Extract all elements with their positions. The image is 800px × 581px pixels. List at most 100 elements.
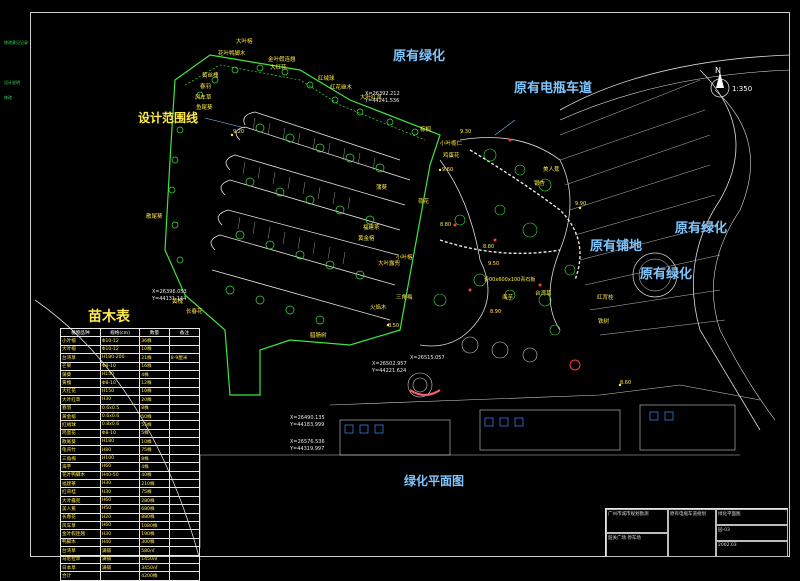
legend-cell: 龟背竹 — [60, 445, 101, 455]
legend-cell: H150 — [99, 369, 141, 380]
plant-label: 鱼尾葵 — [196, 105, 213, 111]
legend-cell: 散尾葵 — [60, 437, 101, 447]
plant-label: 红花继木 — [330, 85, 353, 91]
plant-label: 大叶红草 — [360, 95, 383, 101]
legend-cell: 4200株 — [139, 571, 170, 581]
legend-cell: H60 — [99, 495, 141, 506]
title-side-note: 原有电瓶车道规划 — [668, 509, 716, 557]
legend-cell: 金叶假连翘 — [60, 529, 101, 539]
legend-cell — [99, 571, 141, 581]
elevation-label: 8.80 — [483, 244, 495, 250]
legend-cell — [168, 479, 201, 489]
paving-note: 设00x600x100青石板 — [484, 277, 536, 283]
plant-label: 荷花 — [418, 199, 430, 205]
legend-cell: 海芋 — [60, 462, 101, 472]
legend-cell: 长春花 — [60, 512, 101, 523]
legend-cell: 大红花 — [60, 386, 101, 397]
coord-label: Y=44131.144 — [152, 296, 187, 302]
legend-cell: 1450㎡ — [139, 554, 170, 564]
title-drawing: 绿化平面图 — [716, 509, 788, 525]
legend-cell: 春羽 — [60, 403, 101, 413]
legend-cell — [168, 378, 201, 388]
legend-cell: 210株 — [139, 479, 170, 489]
legend-cell: H60 — [99, 520, 141, 531]
legend-cell: 75株 — [139, 445, 170, 455]
legend-cell — [168, 420, 201, 430]
legend-cell: H180 — [99, 437, 141, 447]
legend-cell: 风车草 — [60, 520, 101, 531]
legend-cell — [168, 369, 201, 380]
legend-cell: H150 — [99, 386, 141, 397]
coord-label: X=26576.536 — [290, 439, 325, 445]
svg-text:N: N — [715, 66, 721, 75]
legend-cell — [168, 554, 201, 564]
legend-cell: 大叶露兜 — [60, 495, 101, 506]
plant-label: 银杏 — [534, 181, 546, 187]
legend-cell: 190株 — [139, 529, 170, 539]
legend-title: 苗木表 — [88, 309, 130, 325]
legend-cell: 花叶鸭脚木 — [60, 470, 101, 481]
legend-cell — [168, 520, 201, 531]
legend-cell — [168, 495, 201, 506]
legend-cell: 20株 — [139, 395, 170, 405]
legend-cell — [168, 445, 201, 455]
legend-cell: 21株 — [139, 353, 170, 363]
legend-cell: H40 — [99, 537, 141, 548]
label-existing-green-top: 原有绿化 — [393, 49, 446, 64]
legend-cell: 红背桂 — [60, 487, 101, 497]
legend-cell: 300株 — [139, 537, 170, 548]
legend-cell: 1080株 — [139, 520, 170, 531]
legend-header: 规格(cm) — [99, 327, 141, 338]
legend-cell: 黄槐 — [60, 378, 101, 388]
label-existing-green-mid: 原有绿化 — [640, 267, 693, 282]
plant-label: 长春花 — [186, 309, 203, 315]
legend-cell: 280株 — [139, 495, 170, 506]
legend-cell: Φ8-10 — [99, 428, 141, 439]
plant-label: 腊肠树 — [310, 333, 327, 339]
legend-cell — [168, 462, 201, 472]
legend-cell: 蒲葵 — [60, 369, 101, 380]
elevation-label: 8.50 — [388, 323, 400, 329]
plant-label: 海芋 — [502, 295, 514, 301]
legend-cell — [168, 546, 201, 556]
north-arrow: N — [710, 66, 730, 98]
elevation-label: 9.60 — [442, 167, 454, 173]
plant-label: 大叶露兜 — [378, 261, 401, 267]
paving-stripes — [559, 79, 726, 336]
legend-cell — [168, 512, 201, 523]
legend-cell: 880株 — [139, 512, 170, 523]
title-block: 广州市城市规划勘测 韶关广场 停车场 原有电瓶车道规划 绿化平面图 园-03 2… — [605, 508, 788, 557]
plant-label: 三角梅 — [396, 295, 413, 301]
plant-label: 黄槐 — [172, 299, 184, 305]
plant-label: 小叶榄仁 — [440, 141, 463, 147]
coord-label: X=26502.957 — [372, 361, 407, 367]
plant-label: 黄丝槐 — [202, 73, 219, 79]
legend-cell: 16株 — [139, 361, 170, 371]
legend-cell: 小叶榕 — [60, 336, 101, 346]
plaza-buildings — [329, 336, 761, 456]
legend-cell — [168, 437, 201, 447]
legend-cell: 36株 — [139, 336, 170, 346]
coord-label: X=26490.135 — [290, 415, 325, 421]
label-existing-cart-road: 原有电瓶车道 — [514, 81, 593, 96]
legend-cell — [168, 470, 201, 481]
site-plan-drawing: N — [34, 54, 791, 561]
legend-cell: H30 — [99, 529, 141, 539]
plant-label: 风车草 — [195, 95, 212, 101]
elevation-label: 9.50 — [488, 261, 500, 267]
title-company: 广州市城市规划勘测 — [606, 509, 668, 533]
legend-cell: 满铺 — [99, 546, 141, 556]
plant-label: 福建茶 — [363, 225, 380, 231]
legend-cell — [168, 537, 201, 548]
plant-label: 棕榈 — [420, 127, 432, 133]
legend-cell — [168, 386, 201, 397]
